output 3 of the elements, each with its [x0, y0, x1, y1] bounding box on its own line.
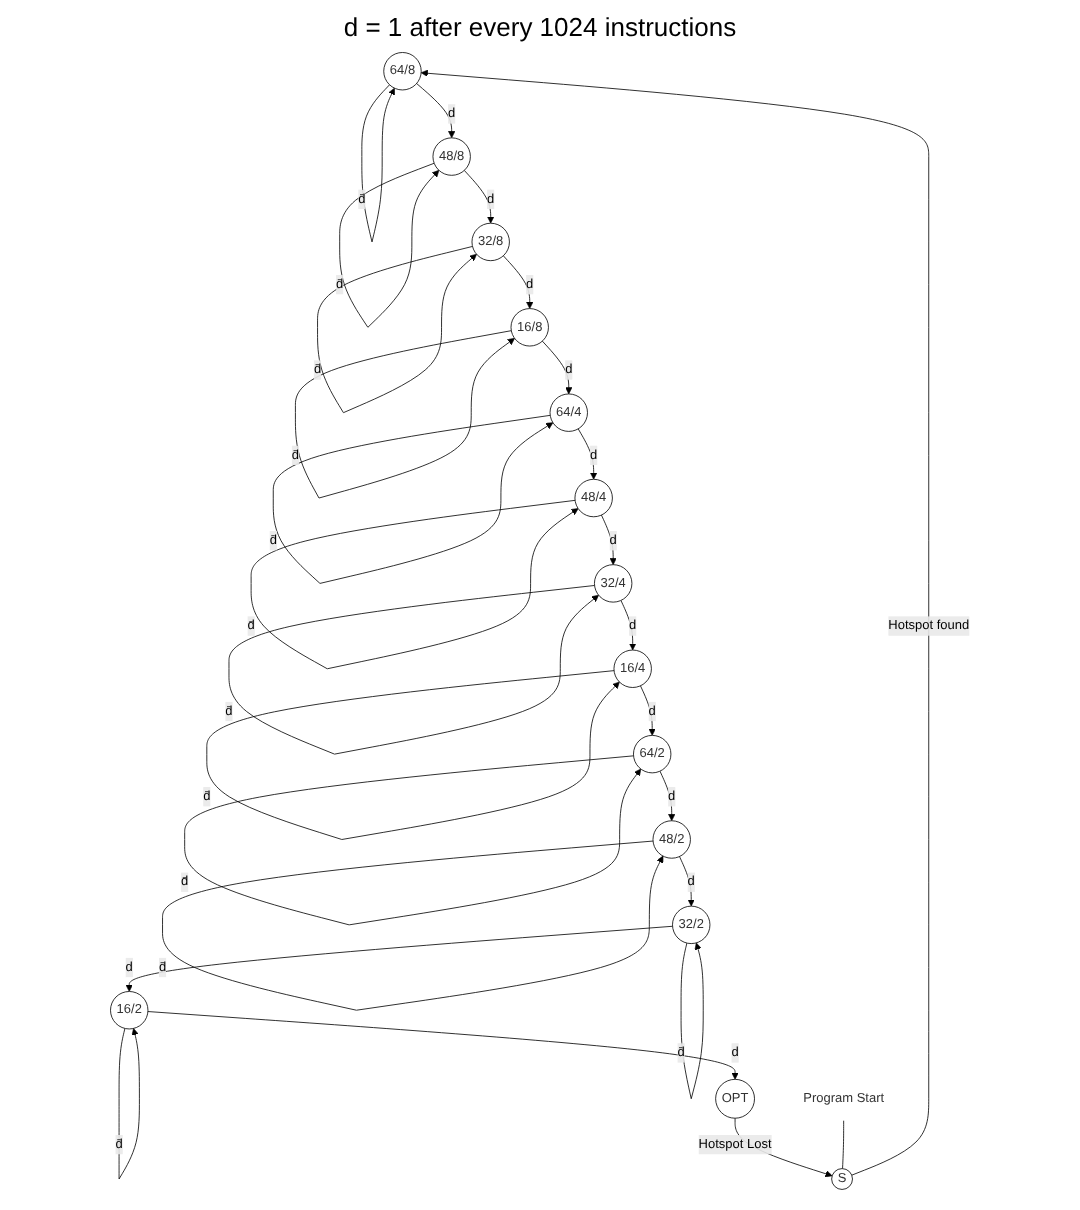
- diagram-title: d = 1 after every 1024 instructions: [341, 12, 739, 42]
- arrow: [118, 1028, 140, 1180]
- connector: [842, 1120, 845, 1169]
